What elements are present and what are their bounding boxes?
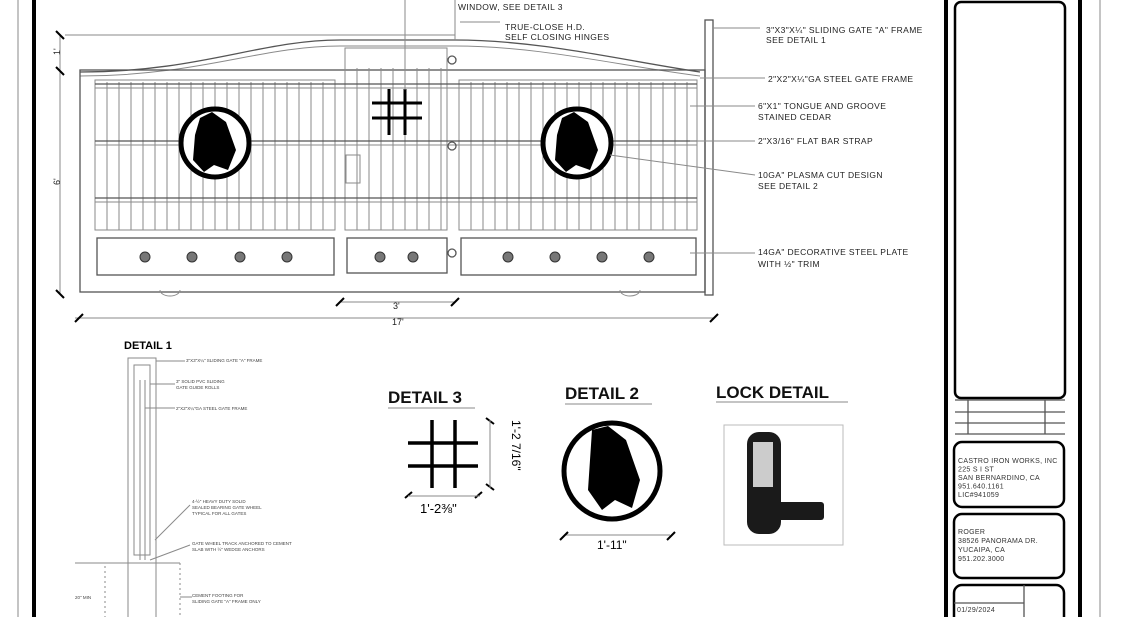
date-box — [952, 583, 1066, 617]
contractor-line: 225 S I ST — [958, 467, 994, 474]
callout-hinges: TRUE-CLOSE H.D. — [505, 22, 585, 32]
title-block-drawing-box — [953, 0, 1067, 400]
contractor-line: 951.640.1161 — [958, 484, 1004, 491]
callout-cedar: 6"X1" TONGUE AND GROOVE — [758, 101, 886, 111]
rosette-ornament — [234, 251, 246, 263]
rosette-ornament — [186, 251, 198, 263]
callout-plasma: 10GA" PLASMA CUT DESIGN — [758, 170, 883, 180]
client-line: YUCAIPA, CA — [958, 547, 1005, 554]
client-line: 951.202.3000 — [958, 556, 1004, 563]
client-line: 38526 PANORAMA DR. — [958, 538, 1038, 545]
callout-a-frame-2: SEE DETAIL 1 — [766, 35, 826, 45]
revision-table — [955, 399, 1065, 435]
rosette-ornament — [281, 251, 293, 263]
dim-top: 1' — [52, 48, 62, 55]
rosette-ornament — [596, 251, 608, 263]
gate-elevation — [55, 0, 765, 323]
callout-window: WINDOW, SEE DETAIL 3 — [458, 2, 563, 12]
rosette-ornament — [502, 251, 514, 263]
detail1-note: SEALED BEARING GATE WHEEL — [192, 505, 262, 510]
callout-a-frame: 3"X3"X¼" SLIDING GATE "A" FRAME — [766, 25, 923, 35]
dim-height: 6' — [52, 178, 62, 185]
detail2-width: 1'-11" — [597, 538, 627, 552]
callout-hinges-2: SELF CLOSING HINGES — [505, 32, 609, 42]
decorative-plate-walk-gate — [346, 237, 448, 274]
detail2-title: DETAIL 2 — [565, 384, 639, 403]
detail1-note: GATE WHEEL TRACK ANCHORED TO CEMENT — [192, 541, 292, 546]
detail3-title: DETAIL 3 — [388, 388, 462, 407]
hinge — [447, 248, 457, 258]
detail3-height: 1'-2 7/16" — [509, 420, 523, 471]
detail1-note: 4-½" HEAVY DUTY SOLID — [192, 498, 246, 504]
rosette-ornament — [549, 251, 561, 263]
a-frame-post — [704, 19, 714, 296]
detail1-note: 2"X2"X¼"GA STEEL GATE FRAME — [176, 406, 247, 411]
detail1-note: SLIDING GATE "A" FRAME ONLY — [192, 599, 261, 604]
rosette-ornament — [643, 251, 655, 263]
detail3-width: 1'-2⅜" — [420, 501, 457, 516]
window-grille — [372, 89, 422, 135]
contractor-box — [952, 440, 1066, 509]
callout-plate: 14GA" DECORATIVE STEEL PLATE — [758, 247, 909, 257]
decorative-plate-left — [96, 237, 335, 276]
gate-arch-top — [79, 39, 701, 73]
horse-medallion-right — [540, 106, 614, 180]
rosette-ornament — [374, 251, 386, 263]
detail1-note: 3"X3"X¼" SLIDING GATE "A" FRAME — [186, 358, 262, 363]
lock-detail-title: LOCK DETAIL — [716, 383, 829, 402]
keypad-lock-icon — [747, 432, 824, 534]
dim-total-width: 17' — [392, 317, 404, 327]
callout-cedar-2: STAINED CEDAR — [758, 112, 832, 122]
drawing-date: 01/29/2024 — [957, 607, 995, 614]
detail1-section — [75, 357, 192, 617]
contractor-line: SAN BERNARDINO, CA — [958, 475, 1040, 482]
contractor-line: CASTRO IRON WORKS, INC — [958, 458, 1058, 465]
detail3-grille — [408, 420, 478, 488]
detail1-note: SLAB WITH ½" WEDGE ANCHORS — [192, 546, 265, 552]
contractor-line: LIC#941059 — [958, 492, 999, 499]
callout-plasma-2: SEE DETAIL 2 — [758, 181, 818, 191]
client-box — [952, 512, 1066, 580]
detail1-note: GATE GUIDE ROLLS — [176, 385, 219, 390]
hinge — [447, 55, 457, 65]
decorative-plate-right — [460, 237, 697, 276]
detail1-title: DETAIL 1 — [124, 340, 172, 352]
hinge — [447, 141, 457, 151]
lock-box — [345, 154, 361, 184]
horse-medallion-left — [178, 106, 252, 180]
callout-gate-frame: 2"X2"X¼"GA STEEL GATE FRAME — [768, 74, 914, 84]
callout-strap: 2"X3/16" FLAT BAR STRAP — [758, 136, 873, 146]
detail1-note: TYPICAL FOR ALL GATES — [192, 511, 246, 516]
client-line: ROGER — [958, 529, 985, 536]
dim-walk-gate: 3' — [393, 301, 400, 311]
detail2-horse-medallion — [561, 420, 663, 522]
callout-plate-2: WITH ½" TRIM — [758, 259, 820, 269]
right-panel — [458, 79, 698, 231]
rosette-ornament — [407, 251, 419, 263]
detail1-note: CEMENT FOOTING FOR — [192, 593, 244, 598]
lock-image-frame — [723, 424, 844, 546]
rosette-ornament — [139, 251, 151, 263]
detail1-note: 3" SOLID PVC SLIDING — [176, 379, 225, 384]
detail1-depth: 20" MIN — [75, 595, 91, 600]
walk-gate-panel — [344, 47, 448, 231]
